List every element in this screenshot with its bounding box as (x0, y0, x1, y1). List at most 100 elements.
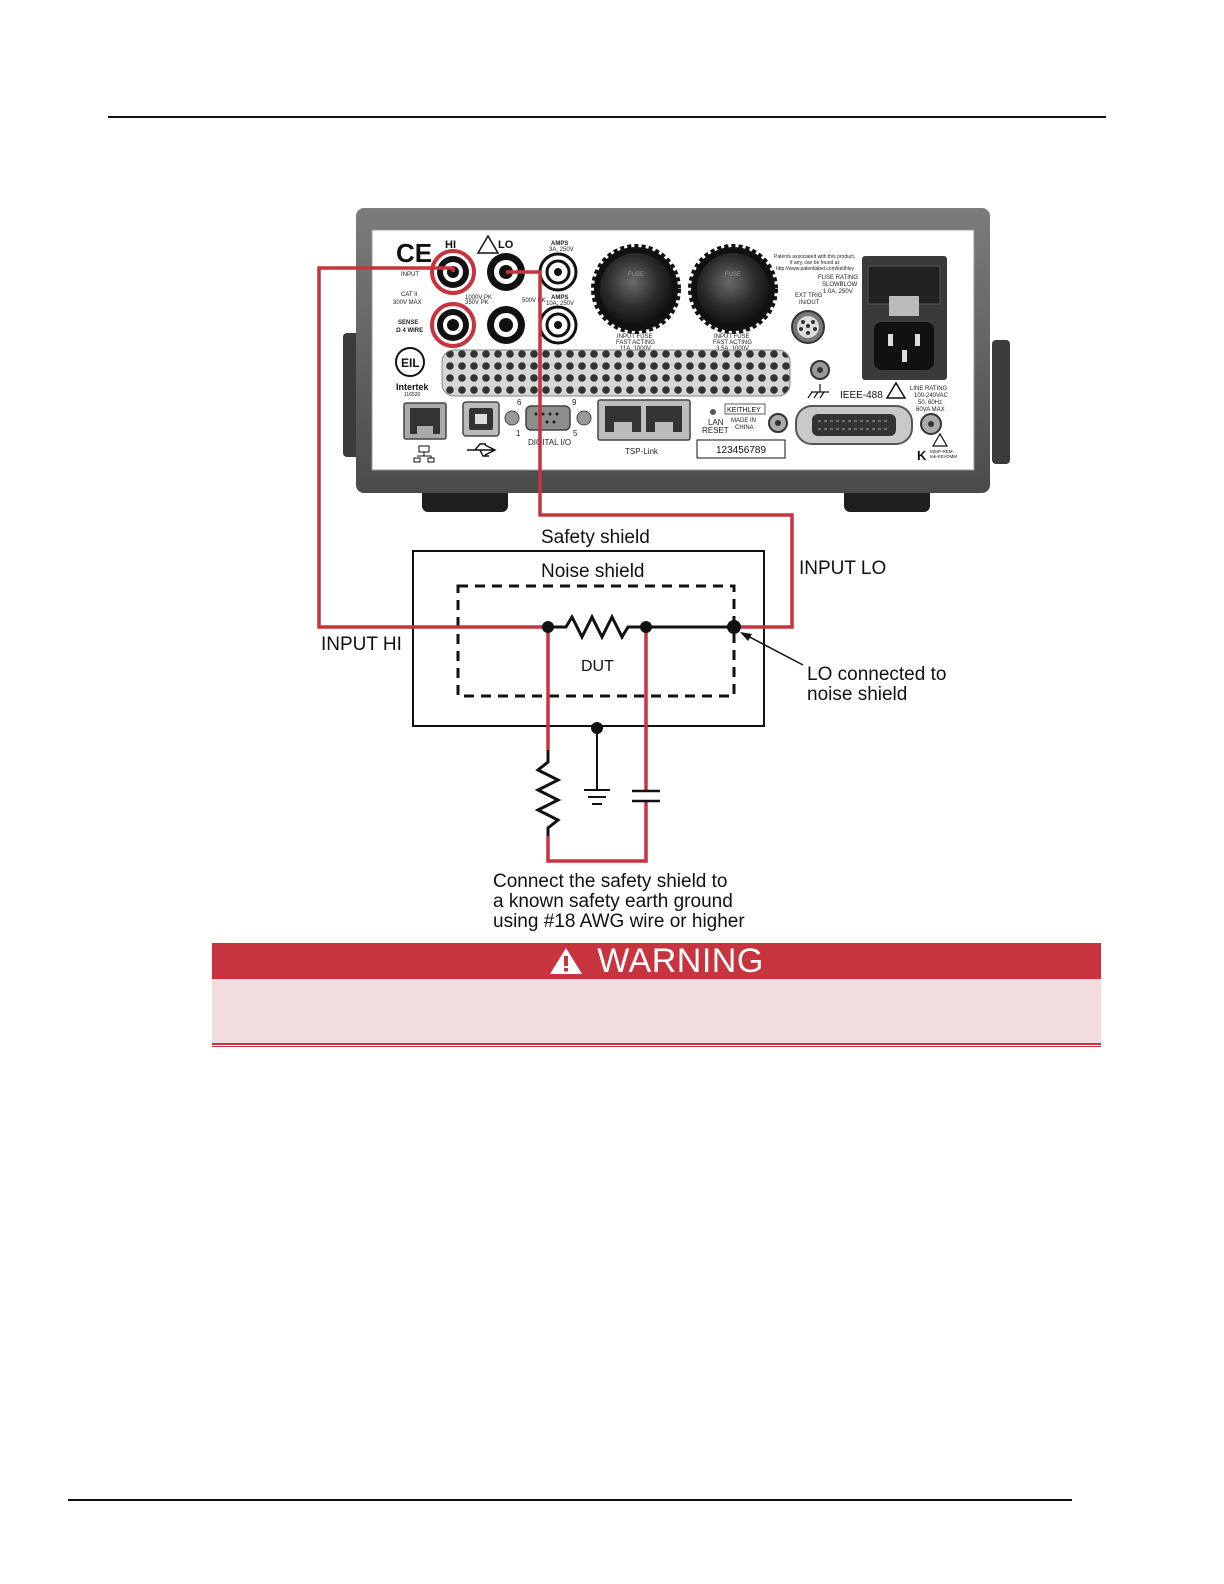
line-rating-2: 100-240VAC (914, 393, 949, 399)
lo-connected-line1: LO connected to (807, 664, 946, 685)
lo-shield-node (727, 620, 741, 634)
fuse2-line1: INPUT FUSE (714, 334, 750, 340)
fuse2-line2: FAST ACTING (713, 340, 752, 346)
dut-node-hi (542, 621, 554, 633)
sense-label: SENSE (398, 320, 418, 326)
line-rating-4: 60VA MAX (916, 407, 945, 413)
fuse1-line1: INPUT FUSE (617, 334, 653, 340)
kc-line1: MSIP-REM- (930, 449, 955, 454)
instrument-rear-panel: CE HI LO INPUT CAT II 300V MAX SENSE Ω 4… (343, 208, 1010, 512)
digital-io-connector (504, 405, 592, 431)
bottom-rule (68, 1499, 1072, 1501)
usb-port (462, 401, 500, 437)
lan-coax-connector (768, 413, 788, 433)
vent-grille (441, 349, 791, 397)
line-hazard-triangle-icon (885, 381, 907, 399)
kc-mark: K (917, 448, 927, 463)
lan-reset-button (710, 409, 716, 415)
warning-body (212, 979, 1101, 1045)
arrow-head-icon (740, 632, 752, 641)
leakage-resistor (534, 750, 562, 836)
fuse-knob-1: FUSE (591, 244, 681, 334)
digital-io-label: DIGITAL I/O (528, 438, 571, 447)
schematic: Safety shield Noise shield INPUT LO INPU… (317, 266, 946, 932)
noise-shield-box (456, 584, 736, 698)
chassis-ground-terminal (807, 360, 830, 399)
pk3-label: 500V PK (522, 298, 546, 304)
connect-line2: a known safety earth ground (493, 891, 733, 912)
fuse2-line3: 3.5A, 1000V (716, 346, 749, 352)
safety-shield-box (412, 550, 765, 727)
keithley-label: KEITHLEY (727, 407, 761, 414)
ext-trig-connector (791, 310, 825, 344)
ext-trig-line1: EXT TRIG (795, 293, 823, 299)
digital-io-pin5: 5 (573, 429, 578, 438)
power-entry-module (862, 256, 947, 380)
terminal-input-lo (487, 253, 525, 291)
digital-io-pin6: 6 (517, 398, 522, 407)
lan-reset-line2: RESET (702, 426, 729, 435)
top-rule (108, 116, 1106, 118)
line-rating-1: LINE RATING (910, 386, 948, 392)
ext-trig-line2: IN/OUT (799, 300, 820, 306)
hazard-triangle-icon (476, 234, 500, 254)
four-wire-label: Ω 4 WIRE (396, 328, 423, 334)
etl-listed-mark: EIL (395, 347, 425, 377)
fuse-rating-line3: 1.0A, 250V (823, 289, 853, 295)
dut-label: DUT (581, 658, 614, 675)
digital-io-pin9: 9 (572, 398, 577, 407)
made-in-line1: MADE IN (731, 418, 756, 424)
svg-text:FUSE: FUSE (725, 272, 741, 278)
terminal-amps-10a (538, 305, 578, 345)
warning-triangle-icon (550, 948, 583, 974)
caution-triangle-icon (931, 432, 949, 447)
terminal-amps-3a (538, 252, 578, 292)
leakage-capacitor (632, 789, 660, 803)
pk1-label: 1000V PK (465, 295, 492, 301)
dut-resistor (548, 613, 646, 641)
connect-line3: using #18 AWG wire or higher (493, 911, 745, 932)
hi-guard-wire (546, 627, 648, 863)
lo-connected-line2: noise shield (807, 684, 907, 705)
warning-underline (212, 1046, 1101, 1047)
amps1-title: AMPS (551, 241, 568, 247)
noise-shield-connection-diagram: CE HI LO INPUT CAT II 300V MAX SENSE Ω 4… (317, 208, 1010, 932)
lo-label: LO (498, 239, 514, 251)
hi-label: HI (445, 239, 456, 251)
digital-io-pin1: 1 (516, 429, 521, 438)
warning-header: WARNING (212, 941, 1101, 980)
lo-connected-arrow (741, 632, 804, 666)
svg-text:EIL: EIL (401, 356, 420, 370)
made-in-line2: CHINA (735, 425, 754, 431)
noise-shield-label: Noise shield (541, 561, 645, 582)
dut-node-lo (640, 621, 652, 633)
terminal-sense-lo (487, 306, 525, 344)
input-hi-label: INPUT HI (321, 634, 402, 655)
fuse-rating-line1: FUSE RATING (818, 275, 858, 281)
tsp-link-label: TSP-Link (625, 447, 659, 456)
coax-connector (920, 413, 942, 435)
amps1-rating: 3A, 250V (549, 247, 574, 253)
patents-line2: if any, can be found at: (790, 260, 840, 266)
line-rating-3: 50, 60Hz (918, 400, 942, 406)
cat-label: CAT II (401, 292, 418, 298)
fuse-knob-2: FUSE (688, 244, 778, 334)
kc-line2: tek-KEI-DMM (930, 454, 957, 459)
serial-number: 123456789 (716, 445, 766, 456)
fuse-rating-line2: SLOWBLOW (822, 282, 858, 288)
input-hi-wire (317, 266, 548, 629)
max-label: 300V MAX (393, 300, 422, 306)
fuse1-line2: FAST ACTING (616, 340, 655, 346)
ce-mark: CE (396, 238, 432, 268)
connect-line1: Connect the safety shield to (493, 871, 727, 892)
serial-box (696, 439, 786, 459)
intertek-number: 116520 (404, 392, 421, 398)
input-lo-wire (506, 270, 794, 629)
fuse1-line3: 11A, 1000V (620, 346, 651, 352)
tsp-link-ports (597, 399, 691, 441)
ieee-488-connector (795, 405, 913, 445)
intertek-label: Intertek (396, 382, 430, 392)
lan-port (403, 402, 447, 440)
network-icon (413, 445, 435, 463)
warning-title: WARNING (597, 941, 764, 980)
